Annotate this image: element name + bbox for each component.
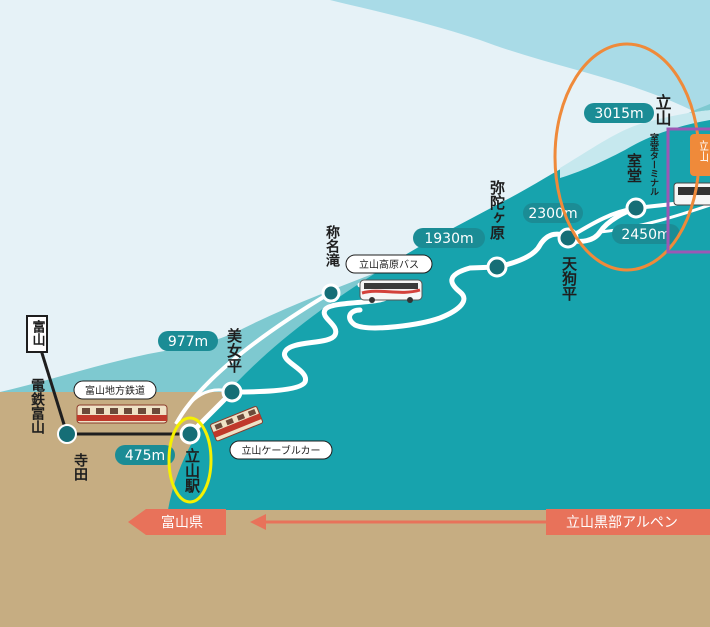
elevation-badge-2300: 2300m	[523, 203, 583, 223]
station-dot-tateyama-eki[interactable]	[179, 423, 201, 445]
prefecture-banner: 富山県	[128, 509, 226, 535]
station-name-murodo-terminal: 室堂ターミナル	[648, 132, 659, 196]
elevation-1930-text: 1930m	[424, 231, 473, 247]
annotation-orange-circle	[553, 42, 701, 272]
railway-label: 富山地方鉄道	[73, 380, 157, 400]
station-dot-murodo[interactable]	[625, 197, 647, 219]
station-name-toyama: 富山	[30, 319, 46, 347]
elevation-badge-3015: 3015m	[584, 103, 654, 123]
station-name-terada: 寺田	[72, 453, 88, 482]
elevation-3015-text: 3015m	[594, 106, 643, 122]
cable-car-label-text: 立山ケーブルカー	[241, 444, 320, 457]
trolley-bus-icon	[673, 182, 710, 206]
route-shomyodaki-branch	[174, 291, 332, 425]
railway-label-text: 富山地方鉄道	[85, 384, 145, 397]
route-arrow	[250, 514, 546, 530]
station-name-shomyodaki: 称名滝	[324, 224, 340, 268]
station-name-bijodaira: 美女平	[225, 327, 243, 374]
elevation-badge-977: 977m	[158, 331, 218, 351]
mountain-peak-snow	[560, 110, 710, 178]
elevation-2300-text: 2300m	[528, 206, 577, 222]
route-banner: 立山黒部アルペン	[546, 509, 710, 535]
cable-car-icon	[210, 406, 264, 442]
prefecture-banner-text: 富山県	[161, 514, 203, 531]
station-dot-midagahara[interactable]	[486, 256, 508, 278]
station-name-tengudaira: 天狗平	[560, 256, 578, 302]
station-name-murodo: 室堂	[625, 152, 643, 183]
railway-line-toyama-terada	[35, 336, 69, 435]
elevation-badge-2450: 2450m	[612, 224, 680, 244]
station-dot-shomyodaki[interactable]	[321, 283, 341, 303]
station-dot-terada[interactable]	[57, 424, 77, 444]
train-icon	[76, 404, 168, 424]
cable-car-label: 立山ケーブルカー	[229, 440, 333, 460]
highland-bus-road	[229, 205, 639, 395]
station-name-tateyama: 立山	[653, 93, 672, 126]
elevation-475-text: 475m	[125, 448, 165, 464]
highland-bus-label: 立山高原バス	[345, 254, 433, 274]
station-name-tateyama-eki: 立山駅	[183, 447, 201, 494]
elevation-badge-1930: 1930m	[413, 228, 485, 248]
station-dot-bijodaira[interactable]	[221, 381, 243, 403]
toyama-label-box	[26, 315, 48, 353]
sky-upper-shade	[330, 0, 710, 120]
station-name-midagahara: 弥陀ヶ原	[488, 179, 506, 241]
elevation-2450-text: 2450m	[621, 227, 670, 243]
elevation-977-text: 977m	[168, 334, 208, 350]
route-banner-text: 立山黒部アルペン	[566, 515, 678, 531]
elevation-badge-475: 475m	[115, 445, 175, 465]
annotation-yellow-circle	[167, 416, 213, 504]
station-name-dentetsu-toyama: 電鉄富山	[29, 377, 45, 435]
highland-bus-icon	[359, 279, 423, 303]
annotation-purple-frame	[666, 127, 710, 254]
highland-bus-label-text: 立山高原バス	[359, 258, 419, 271]
